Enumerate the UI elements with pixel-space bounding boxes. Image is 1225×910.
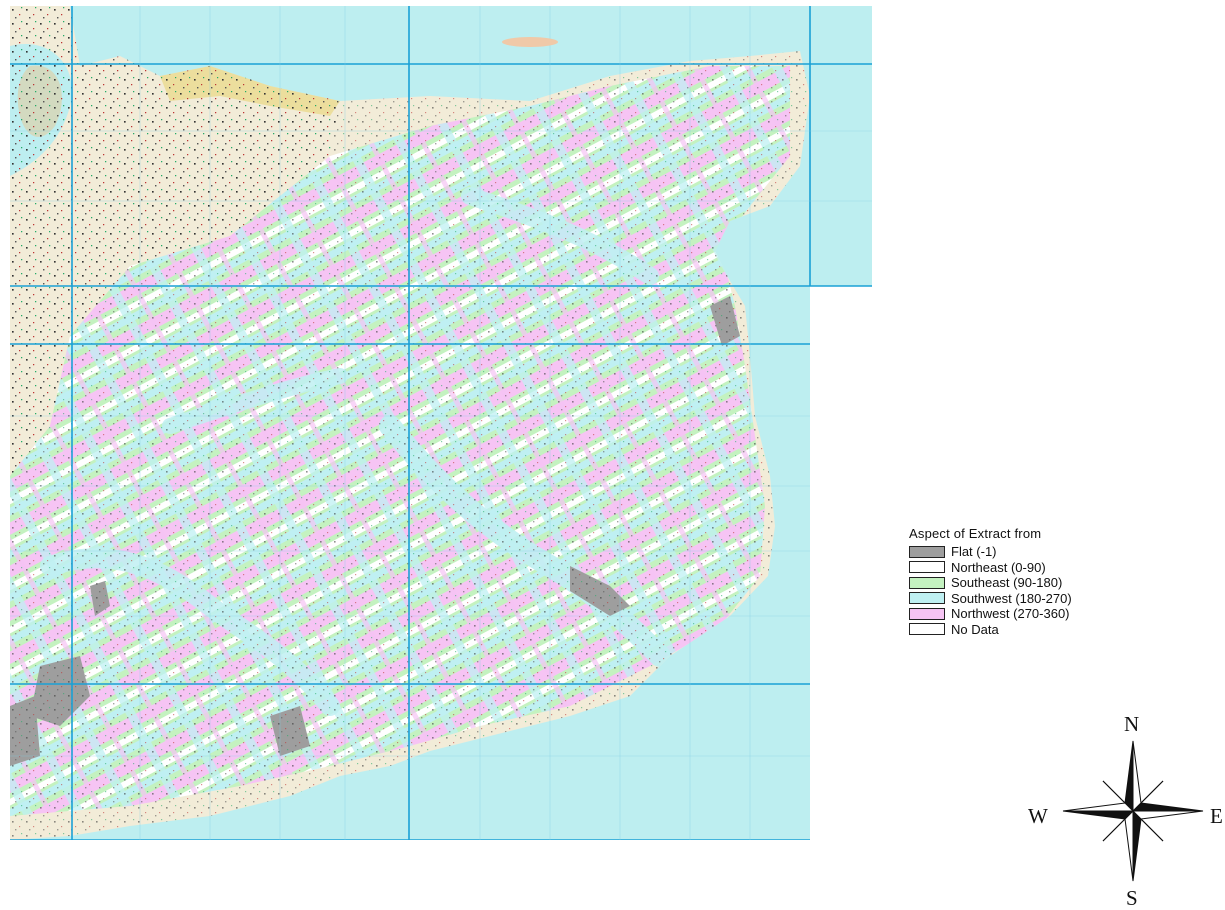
legend-label: Northeast (0-90) [951,559,1046,575]
coastal-speckle [10,6,340,476]
compass-rose: N W E S [1020,712,1225,910]
legend-swatch [909,561,945,574]
legend-label: Southwest (180-270) [951,590,1072,606]
offshore-sandbank [502,37,558,47]
legend-item-southwest: Southwest (180-270) [909,591,1072,607]
legend-swatch [909,592,945,605]
map-canvas [10,6,872,840]
legend-item-northwest: Northwest (270-360) [909,606,1072,622]
legend-swatch [909,607,945,620]
legend-swatch [909,545,945,558]
legend-swatch [909,623,945,636]
aspect-raster [10,6,810,840]
legend-item-flat: Flat (-1) [909,544,1072,560]
legend-item-no-data: No Data [909,622,1072,638]
fine-grid [10,6,872,840]
compass-west-label: W [1028,804,1048,828]
compass-north-label: N [1124,712,1140,736]
legend-item-northeast: Northeast (0-90) [909,560,1072,576]
compass-star-icon [1062,740,1204,882]
no-data-area [810,286,872,840]
aspect-map[interactable] [10,6,872,840]
map-legend: Aspect of Extract from Flat (-1) Northea… [909,526,1072,637]
compass-east-label: E [1210,804,1223,828]
legend-label: Southeast (90-180) [951,575,1063,591]
legend-title: Aspect of Extract from [909,526,1042,541]
grid-lines [10,6,872,840]
legend-label: No Data [951,621,999,637]
legend-label: Flat (-1) [951,544,997,560]
legend-label: Northwest (270-360) [951,606,1070,622]
compass-south-label: S [1126,886,1138,910]
legend-item-southeast: Southeast (90-180) [909,575,1072,591]
legend-swatch [909,576,945,589]
